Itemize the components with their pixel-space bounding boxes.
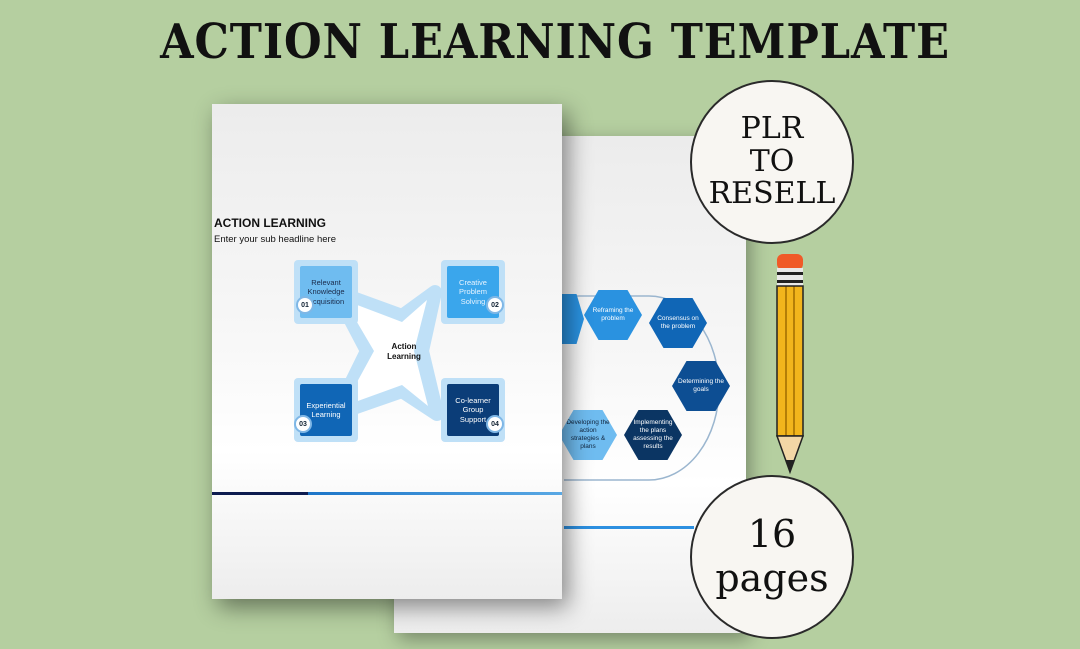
star-connector (329, 285, 444, 421)
plr-badge: PLR TO RESELL (690, 80, 854, 244)
hex-reframing: Reframing the problem (584, 290, 642, 340)
plr-line3: RESELL (708, 176, 836, 212)
center-label-line2: Learning (387, 352, 421, 362)
plr-line1: PLR (740, 111, 804, 147)
pages-badge: 16 pages (690, 475, 854, 639)
pages-count: 16 (747, 512, 797, 557)
badge-02: 02 (486, 296, 504, 314)
pages-word: pages (715, 556, 829, 600)
pencil-icon (775, 254, 805, 475)
hex-developing: Developing the action strategies & plans (559, 410, 617, 460)
badge-04: 04 (486, 415, 504, 433)
box-creative: Creative Problem Solving (441, 260, 505, 324)
page-title: ACTION LEARNING TEMPLATE (160, 14, 950, 70)
box-colearner: Co-learner Group Support (441, 378, 505, 442)
box-relevant: Relevant Knowledge Acquisition (294, 260, 358, 324)
hex-consensus: Consensus on the problem (649, 298, 707, 348)
plr-line2: TO (749, 143, 795, 179)
box-colearner-label: Co-learner Group Support (447, 384, 499, 436)
badge-03: 03 (294, 415, 312, 433)
front-line-dark (212, 492, 308, 495)
front-subheading: Enter your sub headline here (214, 234, 336, 245)
hex-goals: Determining the goals (672, 361, 730, 411)
front-heading: ACTION LEARNING (214, 216, 326, 230)
badge-01: 01 (296, 296, 314, 314)
box-experiential: Experiential Learning (294, 378, 358, 442)
center-label: Action Learning (384, 342, 424, 363)
box-relevant-label: Relevant Knowledge Acquisition (300, 266, 352, 318)
front-line-blue (308, 492, 562, 495)
center-label-line1: Action (391, 342, 417, 351)
hex-implementing: Implementing the plans assessing the res… (624, 410, 682, 460)
back-page-line (564, 526, 694, 529)
front-page-preview: ACTION LEARNING Enter your sub headline … (212, 104, 562, 599)
